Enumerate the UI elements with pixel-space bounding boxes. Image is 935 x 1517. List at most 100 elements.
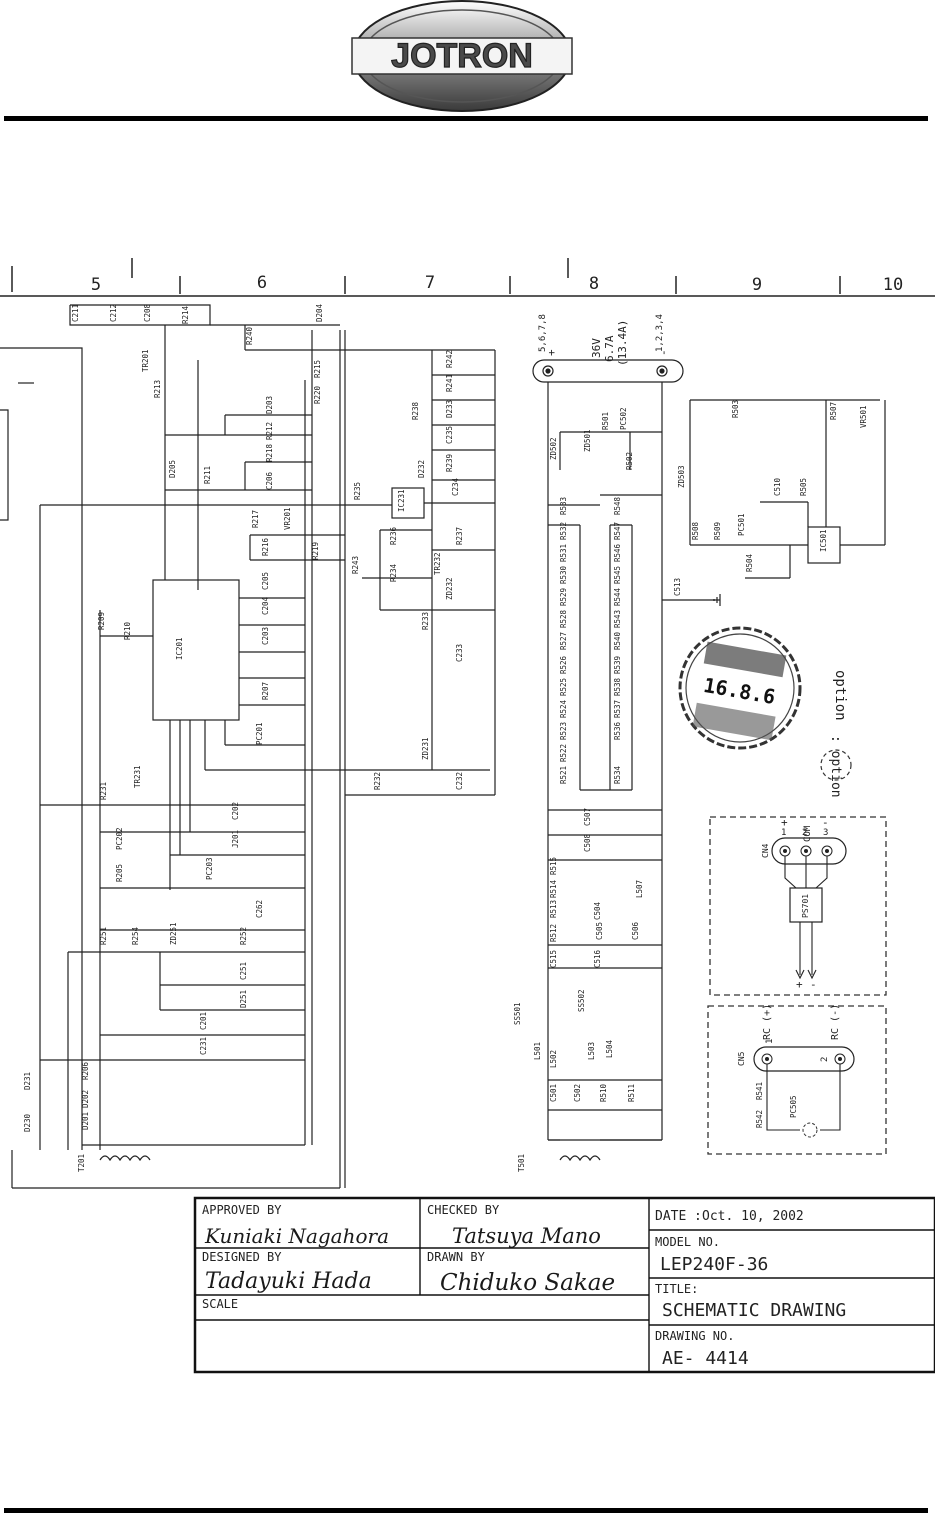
component-ref-r210: R210: [123, 621, 132, 640]
component-ref-r507: R507: [829, 402, 838, 420]
component-ref-r524: R524: [559, 699, 568, 718]
component-ref-r529: R529: [559, 588, 568, 606]
right-circuit-wiring: [532, 359, 886, 1162]
component-ref-vr501: VR501: [859, 405, 868, 428]
cn4-minus: -: [822, 816, 829, 829]
designed-by-signature: Tadayuki Hada: [205, 1269, 372, 1294]
cn5-pin-2: 2: [820, 1057, 830, 1062]
component-ref-c507: C507: [583, 808, 592, 826]
component-ref-r242: R242: [445, 350, 454, 368]
component-ref-r236: R236: [389, 526, 398, 545]
cn5-ref: CN5: [737, 1051, 746, 1066]
component-ref-c505: C505: [595, 922, 604, 940]
component-ref-r515: R515: [549, 857, 558, 875]
component-ref-r234: R234: [389, 563, 398, 582]
component-ref-r533: R533: [559, 497, 568, 515]
grid-col-5: 5: [91, 275, 101, 295]
component-ref-r240: R240: [245, 326, 254, 345]
drawing-no-label: DRAWING NO.: [655, 1329, 734, 1343]
grid-column-bar: [0, 258, 935, 297]
component-ref-d205: D205: [168, 460, 177, 478]
cn4-ref: CN4: [761, 843, 770, 858]
component-ref-ic231: IC231: [397, 489, 406, 512]
component-ref-r207: R207: [261, 682, 270, 700]
current-label: 6.7A: [603, 335, 616, 362]
component-ref-d230: D230: [23, 1113, 32, 1132]
top-rule: [4, 116, 928, 121]
component-ref-r243: R243: [351, 556, 360, 574]
out-minus: -: [810, 978, 817, 991]
component-ref-pc203: PC203: [205, 857, 214, 880]
title-block: APPROVED BY Kuniaki Nagahora CHECKED BY …: [193, 1196, 935, 1374]
cn5-rc-plus: RC (+): [762, 1004, 773, 1040]
component-ref-r522: R522: [559, 744, 568, 762]
pins-minus: 1,2,3,4: [655, 314, 665, 352]
approved-by-signature: Kuniaki Nagahora: [204, 1224, 389, 1248]
bottom-rule: [4, 1508, 928, 1513]
cn4-com: COM: [803, 825, 813, 842]
component-ref-r534: R534: [613, 765, 622, 784]
component-ref-c510: C510: [773, 477, 782, 496]
component-ref-r541: R541: [755, 1082, 764, 1100]
component-ref-r218: R218: [265, 443, 274, 462]
component-ref-pc502: PC502: [619, 407, 628, 430]
component-ref-c513: C513: [673, 578, 682, 596]
component-ref-r235: R235: [353, 482, 362, 500]
component-ref-r528: R528: [559, 609, 568, 628]
component-ref-l507: L507: [635, 880, 644, 898]
component-ref-zd502: ZD502: [549, 437, 558, 460]
cn4-option-box: CN4 1 2 3 + COM - PS701 + -: [709, 816, 887, 996]
logo-text: JOTRON: [391, 37, 533, 75]
approved-by-label: APPROVED BY: [202, 1203, 282, 1217]
component-ref-r241: R241: [445, 374, 454, 392]
component-ref-j201: J201: [231, 830, 240, 848]
component-ref-r511: R511: [627, 1084, 636, 1102]
component-ref-r214: R214: [181, 305, 190, 324]
cn5-rc-minus: RC (-): [830, 1004, 841, 1040]
component-ref-r523: R523: [559, 722, 568, 740]
power-terminal-labels: 5,6,7,8 + 1,2,3,4 - 36V 6.7A (13.4A): [538, 314, 670, 366]
component-ref-r544: R544: [613, 587, 622, 606]
component-ref-r211: R211: [203, 466, 212, 484]
component-ref-d233: D233: [445, 400, 454, 418]
ps701-ref: PS701: [801, 894, 810, 918]
scale-label: SCALE: [202, 1297, 238, 1311]
component-ref-c502: C502: [573, 1084, 582, 1102]
component-ref-c262: C262: [255, 900, 264, 918]
component-ref-r532: R532: [559, 522, 568, 540]
component-ref-ss502: SS502: [577, 989, 586, 1012]
component-ref-d201: D201: [81, 1112, 90, 1130]
component-ref-r531: R531: [559, 544, 568, 562]
component-ref-r238: R238: [411, 401, 420, 420]
component-ref-l501: L501: [533, 1042, 542, 1060]
component-ref-c508: C508: [583, 833, 592, 852]
component-ref-ic501: IC501: [819, 529, 828, 552]
component-ref-zd232: ZD232: [445, 577, 454, 600]
component-ref-d203: D203: [265, 396, 274, 414]
component-ref-d204: D204: [315, 303, 324, 322]
component-ref-l504: L504: [605, 1039, 614, 1058]
cn4-pin-1: 1: [781, 828, 786, 838]
component-ref-pc501: PC501: [737, 513, 746, 536]
component-ref-r209: R209: [97, 612, 106, 630]
component-ref-r219: R219: [311, 542, 320, 560]
component-ref-r254: R254: [131, 926, 140, 945]
component-ref-c232: C232: [455, 772, 464, 790]
grid-col-9: 9: [752, 275, 762, 295]
component-ref-zd231: ZD231: [421, 737, 430, 760]
component-ref-c212: C212: [109, 304, 118, 322]
checked-by-label: CHECKED BY: [427, 1203, 500, 1217]
component-ref-pc505: PC505: [789, 1095, 798, 1118]
grid-col-6: 6: [257, 273, 267, 293]
component-ref-tr201: TR201: [141, 349, 150, 372]
component-ref-r527: R527: [559, 632, 568, 650]
cn4-pin-2: 2: [802, 828, 807, 838]
component-ref-ic201: IC201: [175, 637, 184, 660]
component-ref-tr231: TR231: [133, 765, 142, 788]
component-ref-c233: C233: [455, 644, 464, 662]
component-ref-r536: R536: [613, 721, 622, 740]
component-ref-r525: R525: [559, 678, 568, 696]
component-ref-r239: R239: [445, 454, 454, 472]
cn5-option-box: CN5 1 2 RC (+) RC (-): [707, 1004, 887, 1155]
